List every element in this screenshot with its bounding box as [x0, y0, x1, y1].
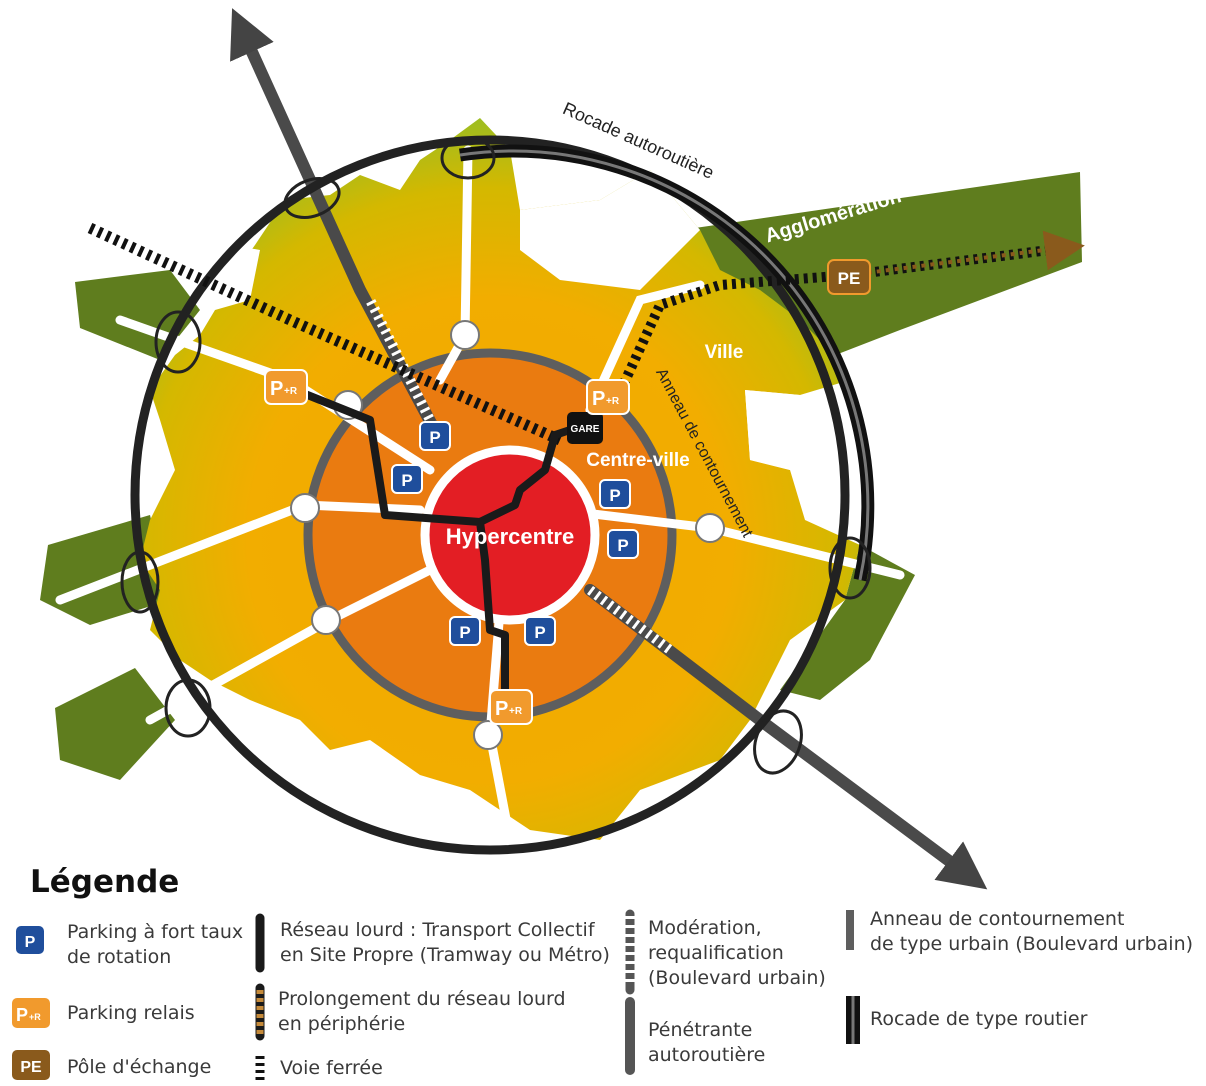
- svg-text:P: P: [25, 934, 36, 951]
- svg-text:P: P: [429, 428, 440, 447]
- parking-icon: P: [599, 479, 631, 509]
- svg-text:P: P: [617, 536, 628, 555]
- parking-relais-icon: P +R: [264, 369, 308, 405]
- ville-label: Ville: [705, 342, 744, 363]
- parking-relais-icon: P +R: [489, 689, 533, 725]
- gare-station: GARE: [567, 412, 603, 444]
- svg-text:P: P: [401, 471, 412, 490]
- svg-text:+R: +R: [29, 1012, 41, 1022]
- svg-text:PE: PE: [20, 1059, 42, 1076]
- parking-relais-markers: P +R P +R P +R: [264, 369, 630, 725]
- railway-line: [87, 223, 563, 446]
- pole-echange-icon: PE: [827, 259, 871, 295]
- legend-item-pole-echange: Pôle d'échange: [67, 1056, 212, 1078]
- centre-ville-label: Centre-ville: [586, 450, 689, 471]
- svg-text:P: P: [609, 486, 620, 505]
- parking-icon: P: [449, 616, 481, 646]
- svg-text:+R: +R: [606, 396, 620, 407]
- legend-icons: P P +R PE: [12, 909, 860, 1082]
- svg-text:+R: +R: [284, 386, 298, 397]
- parking-icon: P: [419, 421, 451, 451]
- legend-item-parking-relais: Parking relais: [67, 1002, 195, 1024]
- pole-echange-icon: PE: [12, 1050, 50, 1080]
- svg-text:P: P: [459, 623, 470, 642]
- open-land: [205, 170, 810, 470]
- svg-text:PE: PE: [838, 269, 861, 288]
- junction-nodes: [290, 320, 725, 750]
- parking-icon: P: [16, 926, 44, 954]
- hypercentre-zone: [420, 445, 600, 625]
- svg-text:+R: +R: [509, 706, 523, 717]
- svg-text:P: P: [270, 378, 283, 400]
- svg-text:P: P: [495, 698, 508, 720]
- legend-item-moderation: Modération,requalification(Boulevard urb…: [648, 917, 826, 989]
- legend-item-voie-ferree: Voie ferrée: [280, 1057, 383, 1079]
- legend-title: Légende: [30, 864, 180, 900]
- ring-road: [130, 135, 850, 855]
- gare-label: GARE: [571, 424, 600, 435]
- legend-item-rocade-routier: Rocade de type routier: [870, 1008, 1088, 1030]
- interchanges: [120, 136, 872, 775]
- parking-icon: P: [607, 529, 639, 559]
- parking-relais-icon: P +R: [586, 379, 630, 415]
- parking-relais-icon: P +R: [12, 998, 50, 1028]
- heavy-transit-line: [288, 384, 587, 700]
- moderation-segments: [365, 297, 673, 654]
- parking-icon: P: [524, 616, 556, 646]
- hypercentre-label: Hypercentre: [446, 524, 574, 549]
- svg-text:P: P: [16, 1005, 28, 1025]
- parking-icon: P: [391, 464, 423, 494]
- svg-text:P: P: [592, 388, 605, 410]
- parking-markers: P P P P P P: [391, 421, 639, 646]
- svg-text:P: P: [534, 623, 545, 642]
